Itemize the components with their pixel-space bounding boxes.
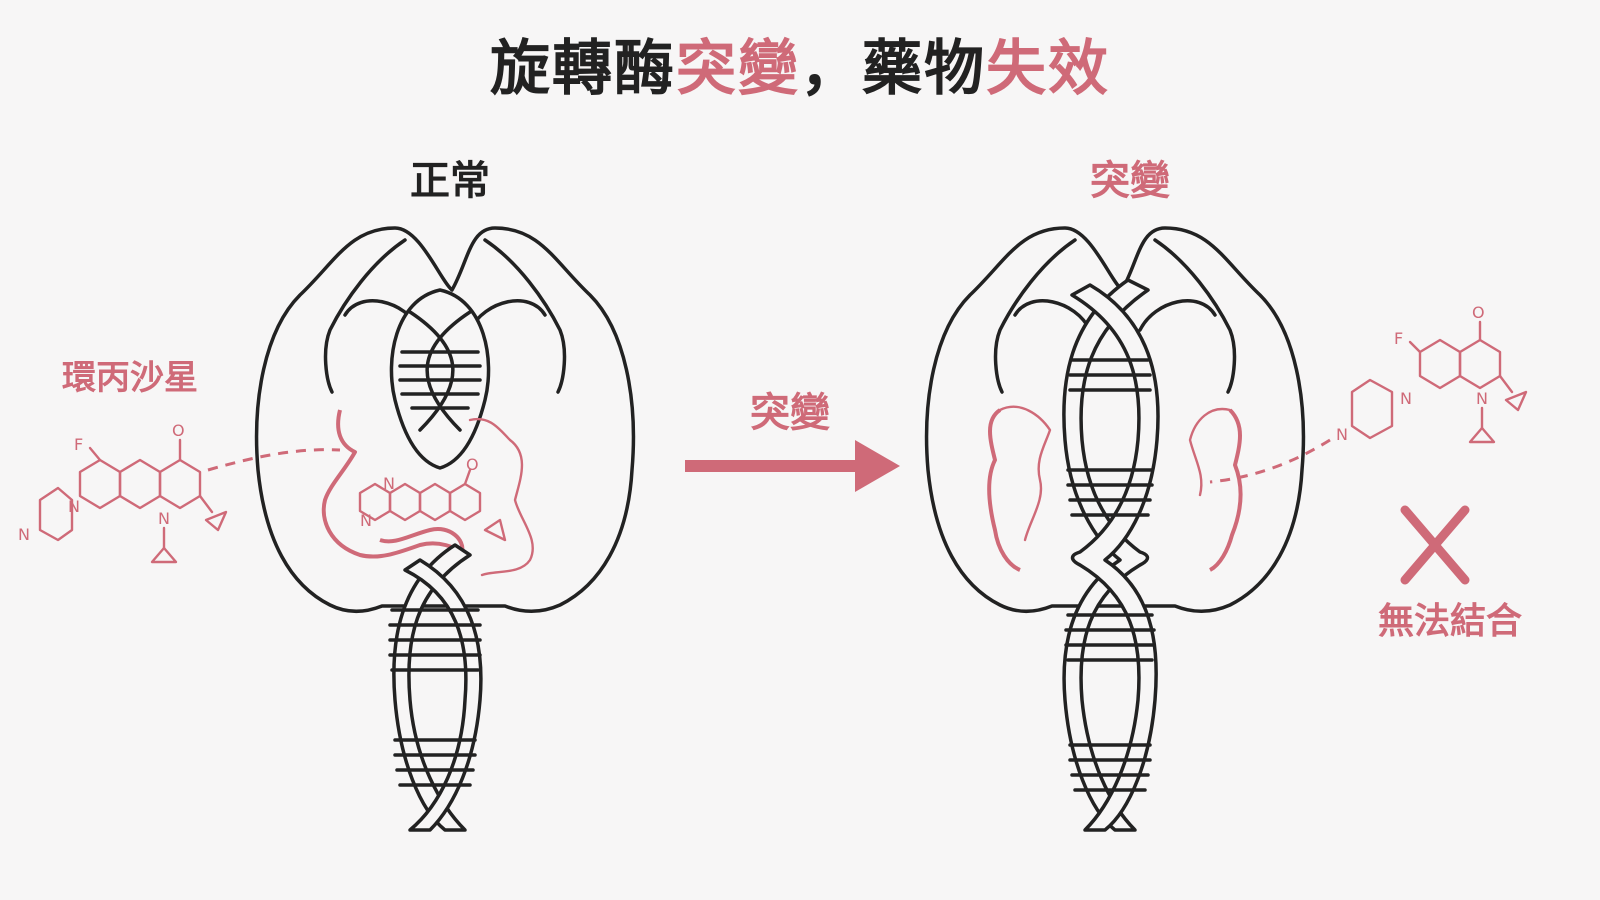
atom-o-bound: O (466, 455, 479, 474)
binding-pocket-mutant-right (1208, 408, 1243, 572)
ciprofloxacin-molecule-unbound: O F N N N (1336, 303, 1528, 444)
atom-o-free: O (172, 421, 185, 440)
title-part-4: 失效 (986, 34, 1110, 104)
drug-name-label: 環丙沙星 (62, 358, 198, 398)
atom-n-bound-2: N (360, 511, 372, 530)
gyrase-enzyme-mutant (924, 226, 1306, 613)
atom-n3-unbound: N (1336, 425, 1348, 444)
atom-n2-unbound: N (1400, 389, 1412, 408)
atom-n-bound-1: N (383, 474, 395, 493)
panel-label-normal: 正常 (410, 158, 490, 204)
title-part-3: ，藥物 (800, 34, 986, 104)
binding-link-mutant (1209, 438, 1331, 484)
atom-o-unbound: O (1472, 303, 1485, 322)
title-part-1: 旋轉酶 (490, 34, 676, 104)
mutation-arrow (685, 440, 900, 492)
atom-n1-unbound: N (1476, 389, 1488, 408)
normal-panel: O N N (254, 226, 636, 832)
dna-rungs-top-normal (398, 350, 482, 410)
atom-f-unbound: F (1394, 329, 1403, 348)
result-label: 無法結合 (1377, 601, 1522, 642)
atom-n1-free: N (158, 509, 170, 528)
bound-ciprofloxacin: O N N (358, 455, 507, 542)
title-part-2: 突變 (676, 34, 800, 104)
ciprofloxacin-molecule-free: O F N N N (18, 421, 228, 564)
panel-label-mutant: 突變 (1090, 158, 1170, 204)
binding-link-normal (207, 448, 341, 472)
dna-rungs-bottom-normal (388, 608, 482, 787)
cross-icon (1400, 505, 1470, 585)
arrow-label: 突變 (750, 390, 830, 436)
dna-rungs-mutant (1064, 358, 1156, 792)
atom-f-free: F (74, 435, 83, 454)
page-title: 旋轉酶突變，藥物失效 (0, 20, 1600, 107)
atom-n3-free: N (18, 525, 30, 544)
binding-pocket-mutant-left (987, 408, 1021, 572)
binding-pocket-normal (321, 409, 465, 559)
atom-n2-free: N (68, 497, 80, 516)
mutant-panel (924, 226, 1306, 832)
